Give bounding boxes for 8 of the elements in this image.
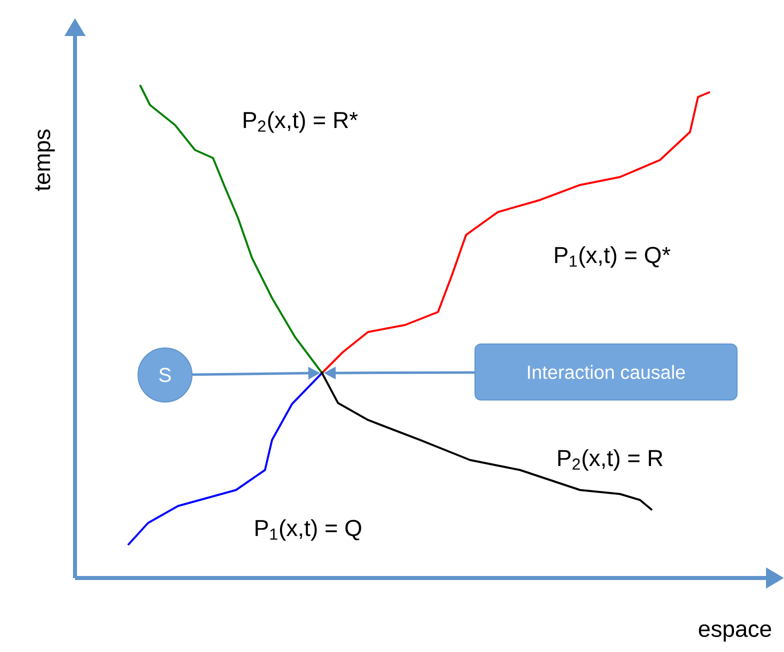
- equation-label: P$_{2}$(x,t) = R: [558, 449, 663, 471]
- axis-label: espace: [698, 624, 772, 642]
- intersection-point: [320, 372, 324, 374]
- process-box: Interaction causale: [474, 344, 738, 400]
- equation-label: P$_{2}$(x,t) = R*: [244, 111, 358, 133]
- axis-label: temps: [35, 130, 55, 191]
- equation-label: P$_{1}$(x,t) = Q: [256, 519, 362, 541]
- equation-label: P$_{1}$(x,t) = Q*: [555, 246, 670, 268]
